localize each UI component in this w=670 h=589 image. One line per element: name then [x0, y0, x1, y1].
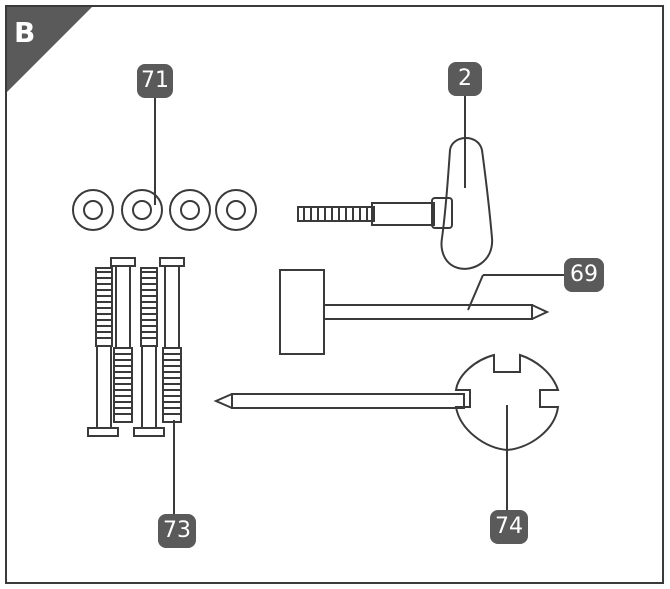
panel-frame	[5, 5, 664, 584]
callout-badge-69: 69	[564, 258, 604, 292]
callout-badge-71: 71	[137, 64, 173, 98]
callout-badge-74: 74	[490, 510, 528, 544]
washer-icon	[121, 189, 163, 231]
callout-leader-69-a	[467, 274, 484, 311]
bolt-icon	[159, 257, 185, 423]
screwdriver-icon	[279, 269, 550, 355]
bolt-icon	[110, 257, 136, 423]
callout-badge-73: 73	[158, 514, 196, 548]
panel-label: B	[14, 16, 36, 49]
bolt-icon	[133, 267, 165, 437]
washer-icon	[215, 189, 257, 231]
bolt-icon	[87, 267, 119, 437]
panel-corner-tab	[7, 7, 92, 92]
cross-wrench-icon	[213, 353, 560, 452]
callout-badge-2: 2	[448, 62, 482, 96]
t-handle-driver-icon	[297, 137, 494, 270]
washer-icon	[169, 189, 211, 231]
washer-icon	[72, 189, 114, 231]
